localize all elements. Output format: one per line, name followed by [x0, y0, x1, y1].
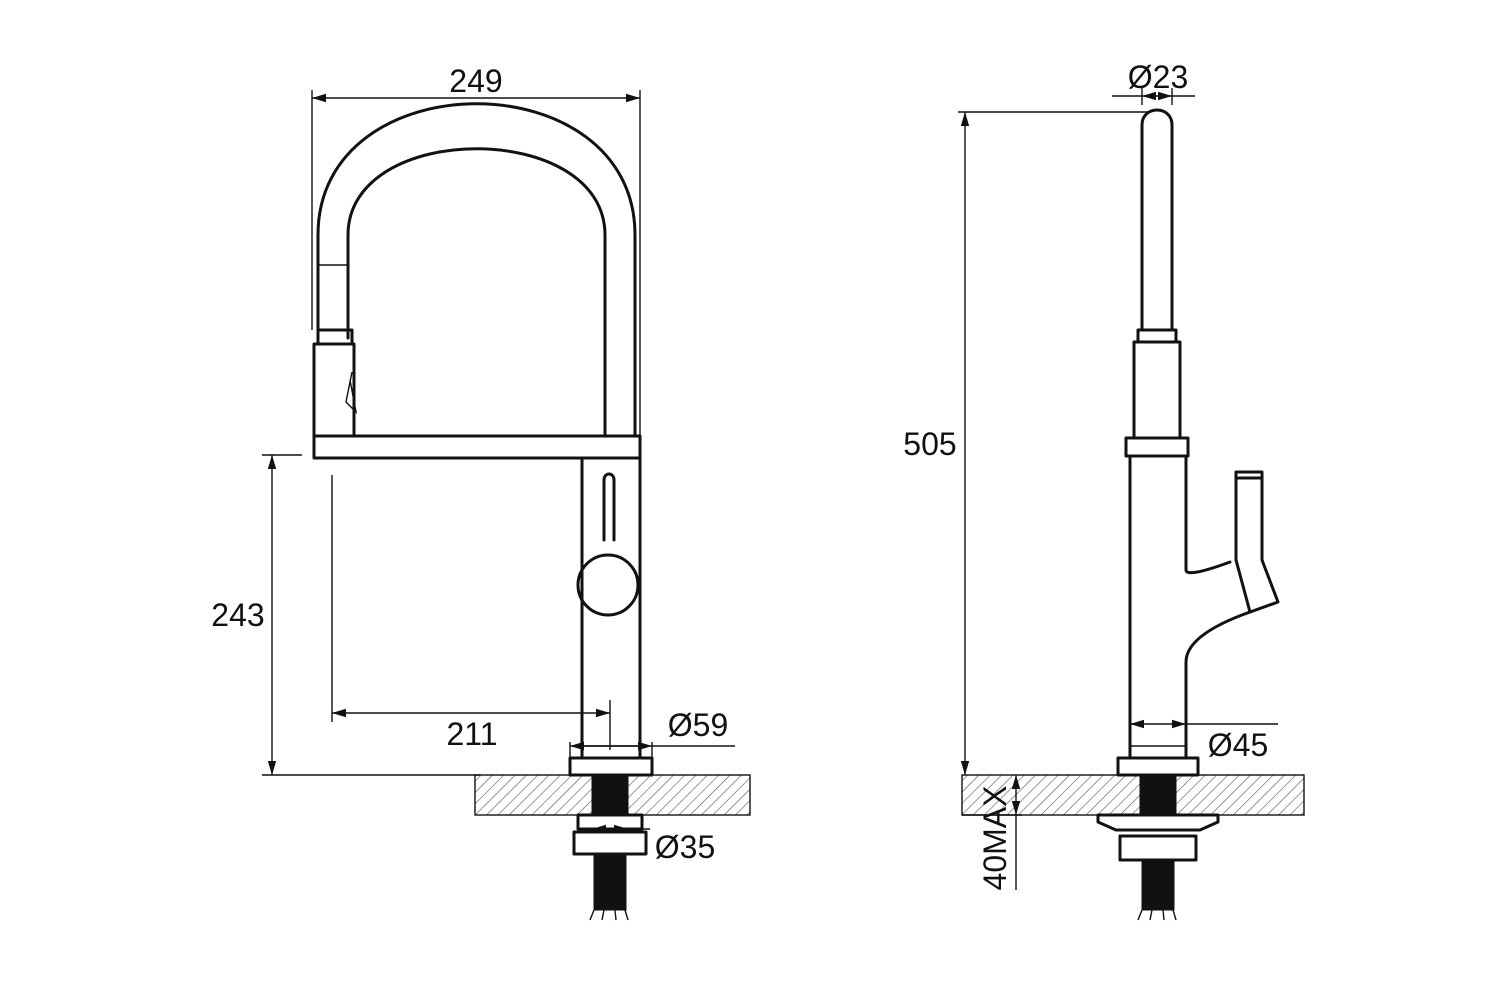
- front-spray-trigger: [345, 371, 358, 415]
- side-view: Ø23 505 Ø45 40MAX: [903, 59, 1305, 921]
- dim-spout-diameter: Ø23: [1112, 59, 1195, 105]
- front-supply-hoses: [589, 899, 629, 921]
- dim-shank-diameter: Ø35: [592, 824, 715, 865]
- dim-reach-label: 211: [446, 716, 497, 752]
- side-holder-ring: [1124, 436, 1190, 458]
- dim-side-body-diameter-label: Ø45: [1208, 727, 1268, 763]
- front-lever: [602, 472, 616, 542]
- front-view: 249 243 211 Ø59 Ø35: [211, 63, 751, 921]
- side-lever: [1234, 470, 1280, 614]
- dim-reach: 211: [331, 475, 611, 752]
- side-counter-top: [961, 774, 1305, 816]
- side-body: [1128, 454, 1252, 760]
- dim-total-height: 505: [903, 111, 1150, 775]
- dim-height: 243: [211, 454, 480, 776]
- side-mount-plate: [1096, 813, 1220, 832]
- side-spout-pipe: [1140, 108, 1174, 332]
- front-gooseneck-inner: [346, 147, 607, 438]
- side-base-flange: [1116, 756, 1200, 777]
- dim-width: 249: [311, 63, 641, 436]
- front-lever-knob: [576, 553, 640, 617]
- front-mount-nut: [572, 830, 648, 856]
- dim-shank-diameter-label: Ø35: [655, 829, 715, 865]
- front-base-flange: [568, 756, 654, 777]
- side-spray-collar: [1136, 328, 1178, 344]
- dim-body-diameter: Ø59: [569, 707, 735, 758]
- side-supply-hoses: [1137, 899, 1177, 921]
- front-mount-washer: [576, 813, 644, 831]
- side-mount-nut: [1118, 834, 1198, 862]
- dim-width-label: 249: [449, 63, 502, 99]
- side-shank: [1139, 774, 1177, 816]
- front-shank: [591, 774, 629, 816]
- dim-height-label: 243: [211, 597, 264, 633]
- side-threaded-rod: [1141, 859, 1175, 911]
- front-spout-arm: [312, 434, 642, 460]
- side-spray-head: [1132, 340, 1182, 440]
- dim-max-thickness-label: 40MAX: [977, 786, 1013, 891]
- dim-spout-diameter-label: Ø23: [1128, 59, 1188, 95]
- dim-max-thickness: 40MAX: [962, 775, 1022, 890]
- dim-body-diameter-label: Ø59: [668, 707, 728, 743]
- front-gooseneck-outer: [316, 102, 637, 438]
- front-threaded-rod: [593, 853, 627, 911]
- dim-side-body-diameter: Ø45: [1130, 719, 1278, 763]
- dim-total-height-label: 505: [903, 426, 956, 462]
